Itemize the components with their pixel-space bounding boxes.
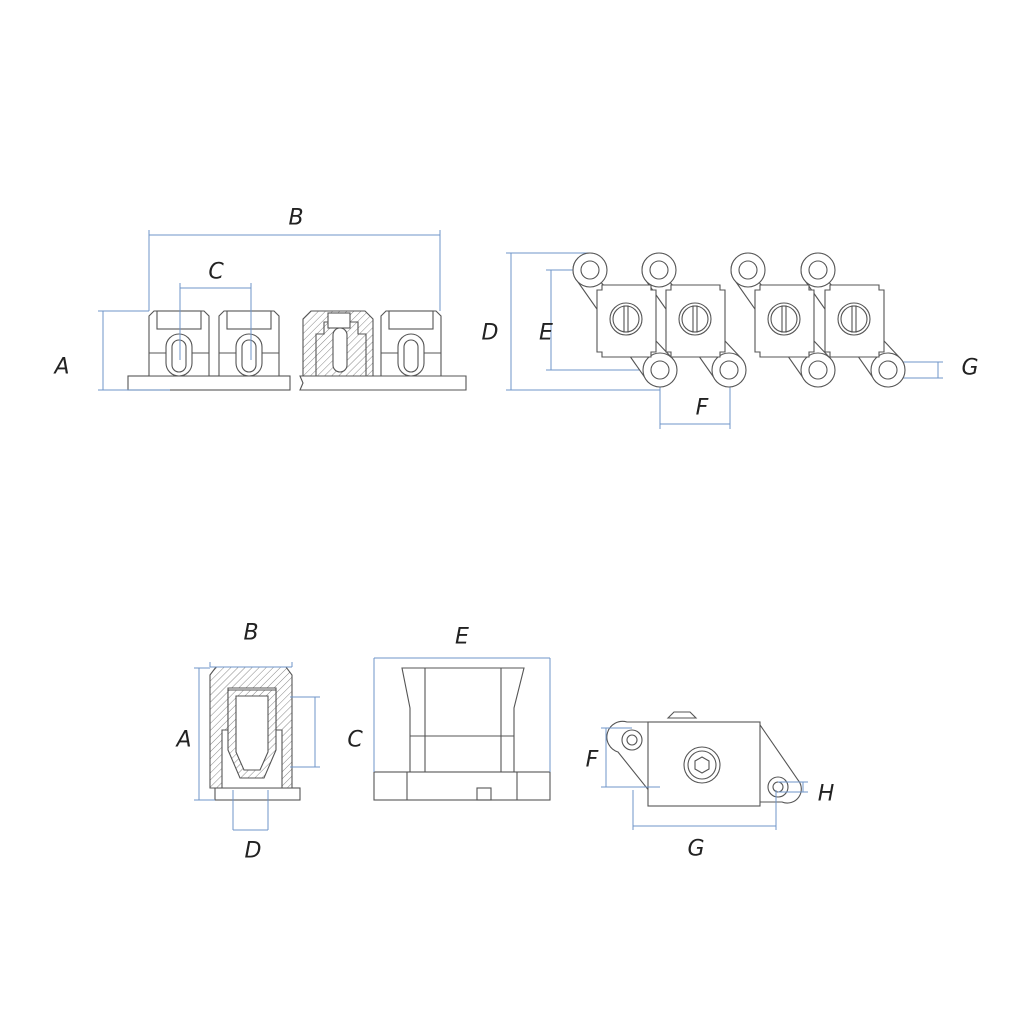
dimension-label-e: E bbox=[539, 320, 553, 346]
dimension-label-d: D bbox=[481, 320, 499, 346]
dimension-label-e-bottom: E bbox=[455, 624, 469, 650]
dimension-label-f-bottom: F bbox=[585, 747, 599, 773]
dimension-label-b: B bbox=[288, 205, 304, 231]
hole-icon bbox=[738, 260, 758, 280]
link-eye bbox=[642, 352, 678, 388]
hole-icon bbox=[878, 360, 898, 380]
dimension-label-d-bottom: D bbox=[244, 838, 262, 864]
screw-slot bbox=[851, 305, 857, 333]
block bbox=[218, 310, 280, 377]
screw-icon bbox=[837, 302, 871, 336]
top-side-view bbox=[98, 230, 467, 391]
link-eye bbox=[711, 352, 747, 388]
dimension-label-f: F bbox=[695, 395, 709, 421]
bottom-plan-view bbox=[601, 711, 808, 830]
link-eye bbox=[800, 252, 836, 288]
block bbox=[380, 310, 442, 377]
link-eye bbox=[641, 252, 677, 288]
dimension-label-g-bottom: G bbox=[687, 836, 705, 862]
dimension-label-b-bottom: B bbox=[243, 620, 259, 646]
hole-icon bbox=[649, 260, 669, 280]
dimension-label-a-bottom: A bbox=[176, 727, 192, 753]
dimension-label-a: A bbox=[54, 354, 70, 380]
dimension-label-h: H bbox=[817, 781, 835, 807]
screw-icon bbox=[678, 302, 712, 336]
screw-icon bbox=[609, 302, 643, 336]
screw-slot bbox=[623, 305, 629, 333]
top-plan-view bbox=[506, 252, 943, 429]
link-eye bbox=[730, 252, 766, 288]
screw-slot bbox=[692, 305, 698, 333]
link-eye bbox=[800, 352, 836, 388]
hole-icon bbox=[650, 360, 670, 380]
bottom-front-view bbox=[373, 657, 551, 801]
dimension-label-c-bottom: C bbox=[347, 727, 363, 753]
link-eye bbox=[572, 252, 608, 288]
dimension-label-c: C bbox=[208, 259, 224, 285]
dimension-label-g: G bbox=[961, 355, 979, 381]
hole-icon bbox=[808, 260, 828, 280]
link-eye bbox=[870, 352, 906, 388]
bottom-section-view bbox=[194, 662, 320, 831]
hole-icon bbox=[808, 360, 828, 380]
hole-icon bbox=[580, 260, 600, 280]
screw-icon bbox=[767, 302, 801, 336]
block bbox=[148, 310, 210, 377]
hole-icon bbox=[719, 360, 739, 380]
section-block bbox=[302, 310, 374, 377]
screw-slot bbox=[781, 305, 787, 333]
